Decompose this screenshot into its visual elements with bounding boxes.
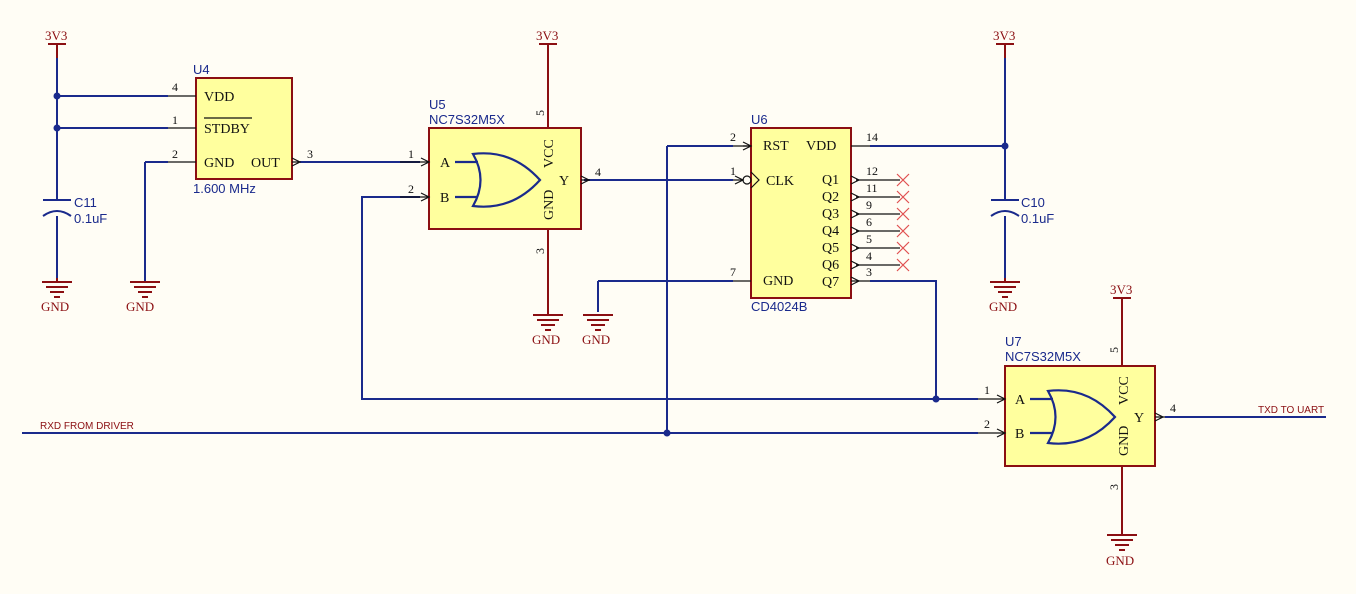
vcc-label: 3V3 bbox=[45, 28, 67, 43]
component-u6[interactable]: U6 CD4024B RST CLK GND VDD Q1 Q2 Q3 Q4 Q… bbox=[730, 112, 878, 314]
u4-pin-number: 3 bbox=[307, 147, 313, 161]
u6-pin-rst: RST bbox=[763, 139, 789, 154]
component-u5[interactable]: U5 NC7S32M5X A B Y VCC GND 1 2 4 5 3 bbox=[400, 97, 601, 254]
u6-pin-gnd: GND bbox=[763, 274, 793, 289]
u5-pin-number: 4 bbox=[595, 165, 601, 179]
u4-pin-stdby: STDBY bbox=[204, 122, 250, 137]
capacitor-c11[interactable]: C11 0.1uF bbox=[42, 195, 107, 226]
u5-pin-b: B bbox=[440, 191, 449, 206]
c10-ref: C10 bbox=[1021, 195, 1045, 210]
u5-pin-vcc: VCC bbox=[542, 139, 557, 168]
u6-pin-clk: CLK bbox=[766, 174, 794, 189]
u6-pin-number: 2 bbox=[730, 130, 736, 144]
u4-pin-number: 2 bbox=[172, 147, 178, 161]
junction bbox=[53, 92, 61, 100]
u7-pin-number: 4 bbox=[1170, 401, 1176, 415]
u4-pin-number: 4 bbox=[172, 80, 178, 94]
u6-pin-number: 4 bbox=[866, 249, 872, 263]
gnd-label: GND bbox=[989, 299, 1017, 314]
junction bbox=[932, 395, 940, 403]
u7-pin-vcc: VCC bbox=[1117, 376, 1132, 405]
c10-value: 0.1uF bbox=[1021, 211, 1054, 226]
u6-pin-q2: Q2 bbox=[822, 190, 839, 205]
u5-pin-number: 5 bbox=[533, 110, 547, 116]
u5-pin-number: 1 bbox=[408, 147, 414, 161]
wire-u5-b-u7-a bbox=[361, 196, 978, 400]
u6-pin-q5: Q5 bbox=[822, 241, 839, 256]
u5-pin-number: 2 bbox=[408, 182, 414, 196]
no-connect-markers bbox=[896, 173, 910, 272]
wire-u6-rst bbox=[666, 145, 733, 433]
u7-pin-number: 2 bbox=[984, 417, 990, 431]
u6-pin-number: 9 bbox=[866, 198, 872, 212]
wire-q7 bbox=[870, 280, 937, 399]
net-label-txd: TXD TO UART bbox=[1258, 405, 1324, 416]
power-3v3-ports: 3V3 3V3 3V3 3V3 bbox=[45, 28, 1132, 366]
u4-value: 1.600 MHz bbox=[193, 181, 256, 196]
u5-pin-y: Y bbox=[559, 174, 569, 189]
u4-pin-number: 1 bbox=[172, 113, 178, 127]
u6-pin-q6: Q6 bbox=[822, 258, 839, 273]
vcc-label: 3V3 bbox=[993, 28, 1015, 43]
vcc-label: 3V3 bbox=[536, 28, 558, 43]
u6-pin-q7: Q7 bbox=[822, 275, 839, 290]
or-gate-symbol bbox=[1030, 389, 1117, 445]
u4-pin-gnd: GND bbox=[204, 156, 234, 171]
u7-pin-number: 5 bbox=[1107, 347, 1121, 353]
u5-part: NC7S32M5X bbox=[429, 112, 505, 127]
junction bbox=[1001, 142, 1009, 150]
u6-pin-number: 3 bbox=[866, 265, 872, 279]
u7-pin-number: 3 bbox=[1107, 484, 1121, 490]
wire-q-outputs bbox=[856, 179, 900, 266]
u4-ref: U4 bbox=[193, 62, 210, 77]
junction bbox=[53, 124, 61, 132]
c11-ref: C11 bbox=[74, 195, 97, 210]
wire-u4-gnd bbox=[144, 161, 168, 282]
u6-pin-number: 5 bbox=[866, 232, 872, 246]
u6-pin-q3: Q3 bbox=[822, 207, 839, 222]
u6-pin-number: 6 bbox=[866, 215, 872, 229]
u5-pin-a: A bbox=[440, 156, 451, 171]
u6-pin-number: 14 bbox=[866, 130, 878, 144]
gnd-label: GND bbox=[126, 299, 154, 314]
u6-part: CD4024B bbox=[751, 299, 807, 314]
power-gnd-ports: GND GND GND GND GND GND bbox=[41, 229, 1137, 568]
u6-pin-q4: Q4 bbox=[822, 224, 839, 239]
u6-pin-number: 1 bbox=[730, 164, 736, 178]
component-u4[interactable]: U4 1.600 MHz VDD STDBY GND OUT 4 1 2 3 bbox=[168, 62, 313, 196]
junction bbox=[663, 429, 671, 437]
u6-pin-q1: Q1 bbox=[822, 173, 839, 188]
u7-pin-number: 1 bbox=[984, 383, 990, 397]
gnd-label: GND bbox=[41, 299, 69, 314]
u6-ref: U6 bbox=[751, 112, 768, 127]
u7-part: NC7S32M5X bbox=[1005, 349, 1081, 364]
u6-pin-number: 11 bbox=[866, 181, 878, 195]
wire-3v3-left bbox=[56, 58, 168, 200]
u7-pin-a: A bbox=[1015, 393, 1026, 408]
u5-pin-number: 3 bbox=[533, 248, 547, 254]
or-gate-symbol bbox=[455, 152, 542, 208]
u4-pin-out: OUT bbox=[251, 156, 280, 171]
u7-pin-gnd: GND bbox=[1117, 426, 1132, 456]
c11-value: 0.1uF bbox=[74, 211, 107, 226]
u4-pin-vdd: VDD bbox=[204, 90, 234, 105]
component-u7[interactable]: U7 NC7S32M5X A B Y VCC GND 1 2 4 5 3 bbox=[978, 334, 1176, 490]
u6-pin-number: 12 bbox=[866, 164, 878, 178]
wire-u6-gnd bbox=[597, 280, 733, 312]
u7-pin-b: B bbox=[1015, 427, 1024, 442]
u6-pin-number: 7 bbox=[730, 265, 736, 279]
u7-ref: U7 bbox=[1005, 334, 1022, 349]
net-label-rxd: RXD FROM DRIVER bbox=[40, 421, 134, 432]
gnd-label: GND bbox=[1106, 553, 1134, 568]
u5-ref: U5 bbox=[429, 97, 446, 112]
u5-pin-gnd: GND bbox=[542, 190, 557, 220]
vcc-label: 3V3 bbox=[1110, 282, 1132, 297]
gnd-label: GND bbox=[582, 332, 610, 347]
gnd-label: GND bbox=[532, 332, 560, 347]
u6-pin-vdd: VDD bbox=[806, 139, 836, 154]
capacitor-c10[interactable]: C10 0.1uF bbox=[990, 195, 1054, 226]
u7-pin-y: Y bbox=[1134, 411, 1144, 426]
